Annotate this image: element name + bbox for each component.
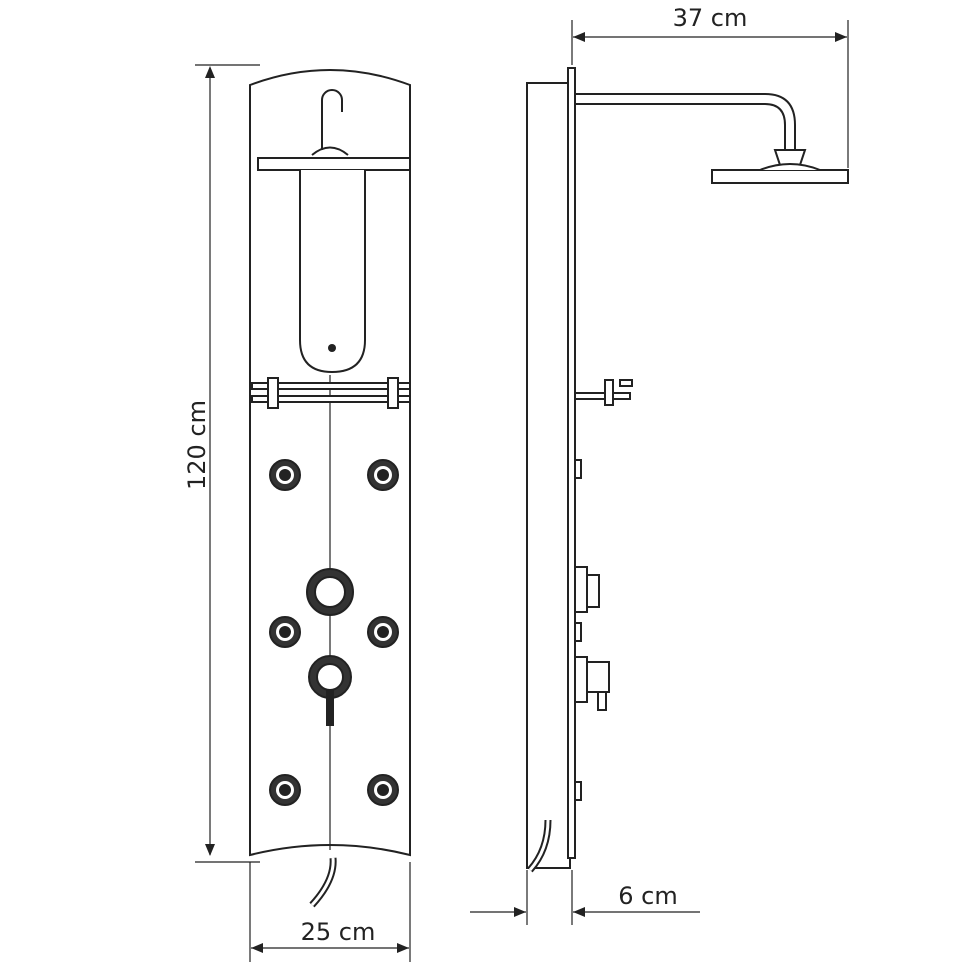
side-view xyxy=(526,67,849,873)
hand-shower xyxy=(299,170,366,374)
diverter-side xyxy=(574,566,600,613)
jet-side xyxy=(574,622,582,642)
height-dimension: 120 cm xyxy=(183,64,260,863)
shower-head-plate xyxy=(257,157,411,171)
arm-reach-dimension: 37 cm xyxy=(571,4,849,168)
jet-icon xyxy=(367,459,399,491)
width-label: 25 cm xyxy=(301,918,376,946)
jet-side xyxy=(574,459,582,479)
shower-arm xyxy=(574,93,796,151)
jet-side xyxy=(574,781,582,801)
arm-mount xyxy=(311,146,349,156)
mixer-side xyxy=(574,656,610,711)
front-panel-outline xyxy=(249,69,411,857)
jet-icon xyxy=(269,459,301,491)
front-view xyxy=(249,69,411,908)
jet-icon xyxy=(269,616,301,648)
massage-jets xyxy=(269,459,399,806)
hand-shower-button xyxy=(328,344,336,352)
side-panel-body xyxy=(526,82,571,869)
jet-icon xyxy=(367,774,399,806)
mixer-lever xyxy=(308,655,352,726)
side-panel-glass xyxy=(567,67,576,859)
arm-reach-label: 37 cm xyxy=(673,4,748,32)
shower-arm-loop xyxy=(321,89,343,150)
diverter-knob xyxy=(306,568,354,616)
jet-icon xyxy=(367,616,399,648)
width-dimension: 25 cm xyxy=(249,862,411,962)
shower-head-side xyxy=(711,169,849,184)
depth-label: 6 cm xyxy=(618,882,677,910)
head-dome xyxy=(759,163,821,171)
jet-icon xyxy=(269,774,301,806)
height-label: 120 cm xyxy=(183,400,211,490)
depth-dimension: 6 cm xyxy=(470,870,700,925)
shelf-side xyxy=(574,379,633,406)
shelf-bar xyxy=(251,377,411,409)
head-connector xyxy=(773,149,807,166)
